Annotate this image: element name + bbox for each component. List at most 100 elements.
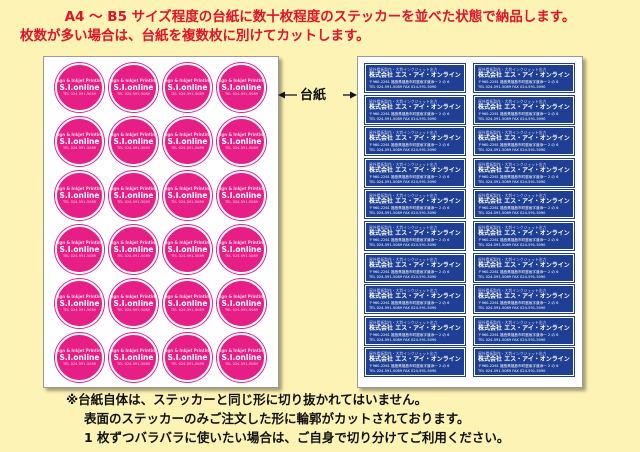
circle-sticker-tel: TEL 024-591-5089 [62,200,97,204]
label-sticker-top: 屋外看板製作・大判インクジェット出力 [369,130,438,136]
circle-sticker-tel: TEL 024-591-5089 [116,254,151,258]
label-sticker-name: 株式会社 エス・アイ・オンライン [478,324,570,332]
label-sticker-address: 〒960-2261 福島県福島市町庭坂字道添一 2 の 6 [478,238,559,242]
label-sticker-tel: TEL 024-591-5089 FAX 024-591-5090 [369,85,437,89]
label-sticker-address: 〒960-2261 福島県福島市町庭坂字道添一 2 の 6 [369,143,450,148]
label-sticker-tel: TEL 024-591-5089 FAX 024-591-5090 [478,337,546,342]
label-sticker-top: 屋外看板製作・大判インクジェット出力 [478,67,547,72]
label-sticker-tel: TEL 024-591-5089 FAX 024-591-5090 [369,211,437,216]
circle-sticker-main: S.I.online [113,245,154,254]
circle-sticker-sub: Sign & Inkjet Printing [109,240,158,245]
circle-sticker-tel: TEL 024-591-5089 [170,92,205,96]
circle-sticker-tel: TEL 024-591-5089 [116,92,151,96]
label-sticker-name: 株式会社 エス・アイ・オンライン [369,293,461,301]
circle-sticker-main: S.I.online [221,83,262,92]
label-sticker-address: 〒960-2261 福島県福島市町庭坂字道添一 2 の 6 [369,174,450,179]
circle-sticker-sub: Sign & Inkjet Printing [163,186,212,191]
label-sticker-tel: TEL 024-591-5089 FAX 024-591-5090 [478,243,546,247]
label-sticker-address: 〒960-2261 福島県福島市町庭坂字道添一 2 の 6 [478,111,559,116]
circle-sticker-main: S.I.online [59,245,100,254]
circle-sticker-tel: TEL 024-591-5089 [62,254,97,258]
label-sticker-tel: TEL 024-591-5089 FAX 024-591-5090 [478,179,546,184]
label-sticker-name: 株式会社 エス・アイ・オンライン [369,72,461,79]
label-sticker-address: 〒960-2261 福島県福島市町庭坂字道添一 2 の 6 [369,80,450,84]
label-sticker-address: 〒960-2261 福島県福島市町庭坂字道添一 2 の 6 [478,174,559,179]
label-sticker-name: 株式会社 エス・アイ・オンライン [478,230,570,237]
label-sticker-name: 株式会社 エス・アイ・オンライン [478,166,570,174]
circle-sticker-main: S.I.online [59,191,100,200]
circle-sticker-sub: Sign & Inkjet Printing [163,348,212,353]
label-sticker-top: 屋外看板製作・大判インクジェット出力 [369,351,438,357]
circle-sticker-main: S.I.online [167,137,208,146]
label-sticker-tel: TEL 024-591-5089 FAX 024-591-5090 [478,306,546,311]
circle-sticker-main: S.I.online [113,353,154,362]
label-sticker-name: 株式会社 エス・アイ・オンライン [369,356,461,364]
circle-sticker-main: S.I.online [59,137,100,146]
circle-sticker-main: S.I.online [221,299,262,308]
arrow-left-head [278,91,285,99]
label-sticker-name: 株式会社 エス・アイ・オンライン [478,356,570,364]
label-sticker-top: 屋外看板製作・大判インクジェット出力 [369,161,438,167]
label-sticker-address: 〒960-2261 福島県福島市町庭坂字道添一 2 の 6 [478,206,559,211]
circle-sticker-sub: Sign & Inkjet Printing [217,78,266,83]
label-sticker: 屋外看板製作・大判インクジェット出力株式会社 エス・アイ・オンライン〒960-2… [365,190,465,219]
label-sticker: 屋外看板製作・大判インクジェット出力株式会社 エス・アイ・オンライン〒960-2… [474,95,574,124]
label-sticker: 屋外看板製作・大判インクジェット出力株式会社 エス・アイ・オンライン〒960-2… [474,253,574,282]
circle-sticker-main: S.I.online [221,245,262,254]
circle-sticker-sub: Sign & Inkjet Printing [163,240,212,245]
circle-sticker-tel: TEL 024-591-5089 [224,254,259,258]
label-sticker-tel: TEL 024-591-5089 FAX 024-591-5090 [478,85,546,89]
label-sticker: 屋外看板製作・大判インクジェット出力株式会社 エス・アイ・オンライン〒960-2… [365,348,465,377]
label-sticker-top: 屋外看板製作・大判インクジェット出力 [478,161,547,167]
circle-sticker-main: S.I.online [113,191,154,200]
circle-sticker-main: S.I.online [113,137,154,146]
label-sticker-address: 〒960-2261 福島県福島市町庭坂字道添一 2 の 6 [478,364,559,369]
label-sticker-name: 株式会社 エス・アイ・オンライン [369,261,461,269]
circle-sticker-sub: Sign & Inkjet Printing [55,78,104,83]
label-sticker-top: 屋外看板製作・大判インクジェット出力 [369,319,438,325]
label-sticker-name: 株式会社 エス・アイ・オンライン [478,293,570,301]
circle-sticker-main: S.I.online [59,83,100,92]
label-sticker: 屋外看板製作・大判インクジェット出力株式会社 エス・アイ・オンライン〒960-2… [474,285,574,314]
label-sticker-tel: TEL 024-591-5089 FAX 024-591-5090 [369,337,437,342]
circle-sticker-tel: TEL 024-591-5089 [224,92,259,96]
label-sticker-tel: TEL 024-591-5089 FAX 024-591-5090 [478,116,546,121]
label-sticker-top: 屋外看板製作・大判インクジェット出力 [369,98,438,104]
circle-sticker-sub: Sign & Inkjet Printing [55,294,104,299]
label-sticker-name: 株式会社 エス・アイ・オンライン [478,135,570,143]
label-sticker-name: 株式会社 エス・アイ・オンライン [478,72,570,79]
circle-sticker-sub: Sign & Inkjet Printing [217,240,266,245]
circle-sticker-main: S.I.online [113,299,154,308]
circle-sticker-sub: Sign & Inkjet Printing [55,132,104,137]
arrow-right-head [350,91,357,99]
label-sticker: 屋外看板製作・大判インクジェット出力株式会社 エス・アイ・オンライン〒960-2… [365,222,465,250]
label-sticker-tel: TEL 024-591-5089 FAX 024-591-5090 [369,369,437,374]
label-sticker-address: 〒960-2261 福島県福島市町庭坂字道添一 2 の 6 [478,332,559,337]
label-sticker: 屋外看板製作・大判インクジェット出力株式会社 エス・アイ・オンライン〒960-2… [474,348,574,377]
circle-sticker-main: S.I.online [167,353,208,362]
label-sticker-name: 株式会社 エス・アイ・オンライン [478,198,570,206]
label-sticker-top: 屋外看板製作・大判インクジェット出力 [369,288,438,294]
circle-sticker-main: S.I.online [221,191,262,200]
circle-sticker-main: S.I.online [59,353,100,362]
circle-sticker-sub: Sign & Inkjet Printing [55,186,104,191]
label-sticker: 屋外看板製作・大判インクジェット出力株式会社 エス・アイ・オンライン〒960-2… [365,316,465,345]
label-sticker-address: 〒960-2261 福島県福島市町庭坂字道添一 2 の 6 [369,332,450,337]
circle-sticker-main: S.I.online [167,299,208,308]
label-sticker-address: 〒960-2261 福島県福島市町庭坂字道添一 2 の 6 [478,80,559,84]
circle-sticker-tel: TEL 024-591-5089 [116,200,151,204]
label-sticker-name: 株式会社 エス・アイ・オンライン [369,103,461,111]
